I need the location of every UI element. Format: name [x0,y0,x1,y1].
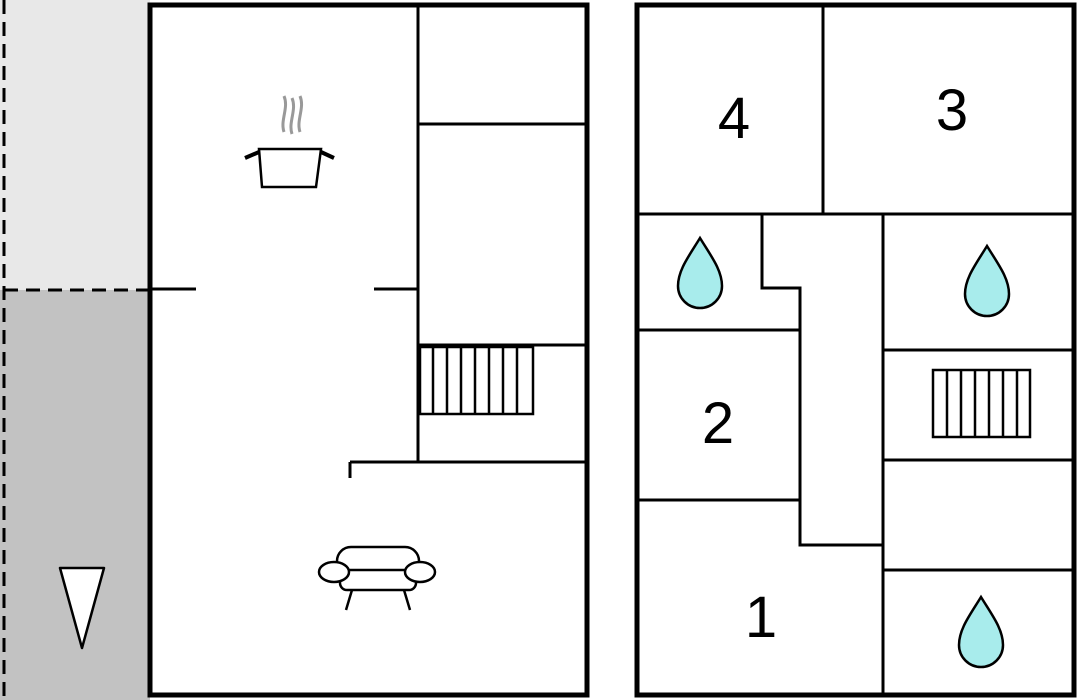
room-number-1: 1 [745,585,777,650]
corridor-wall [760,214,883,547]
cooking-pot-icon [244,95,335,189]
terrace-area [0,0,150,700]
stairs-icon [931,368,1032,439]
room-number-2: 2 [702,391,734,456]
water-drop-icon [957,594,1005,669]
terrace-light [0,0,150,290]
ground-floor-plan [147,2,590,698]
terrace-dark [0,290,150,700]
upper-floor-plan [634,2,1077,698]
north-arrow-icon [58,566,106,650]
water-drop-icon [676,235,724,310]
room-number-3: 3 [936,78,968,143]
water-drop-icon [963,243,1011,318]
stairs-icon [418,345,535,416]
sofa-icon [317,545,437,611]
room-number-4: 4 [718,86,750,151]
